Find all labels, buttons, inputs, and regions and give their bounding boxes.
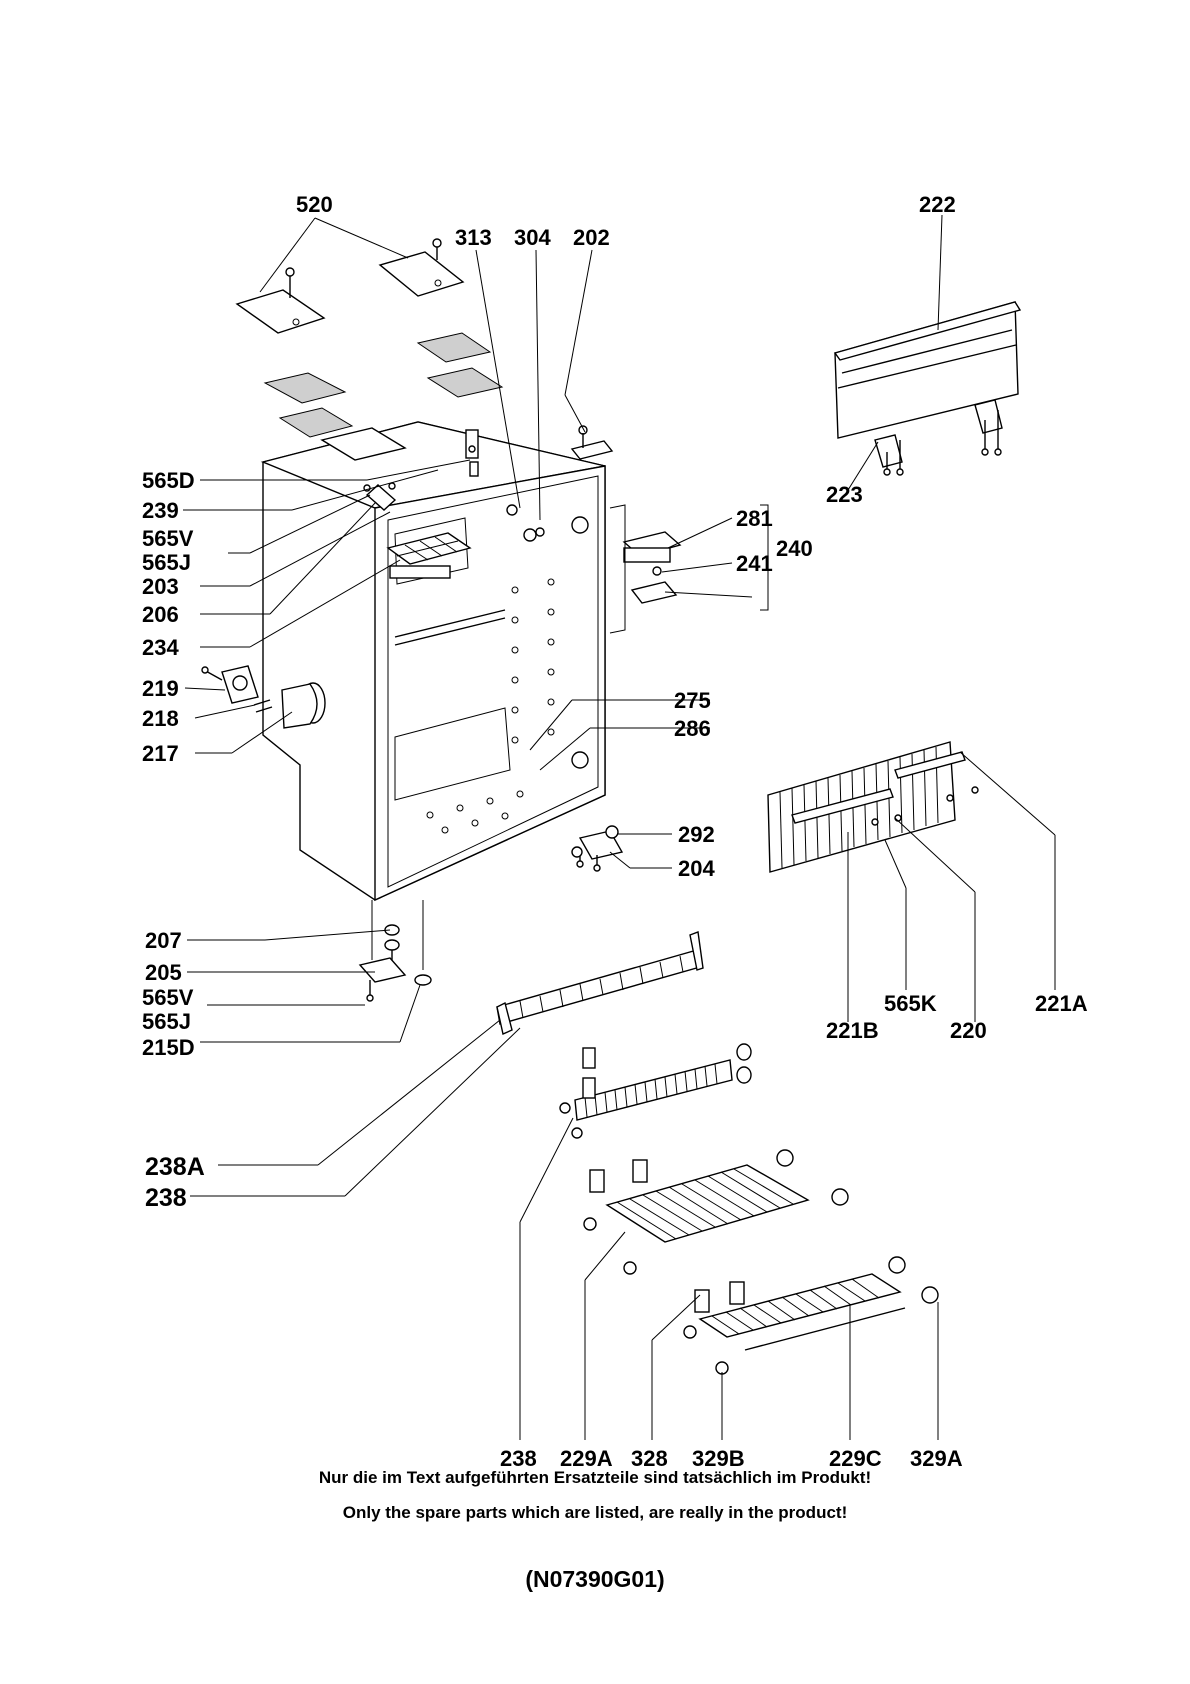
door-shelf-238 — [496, 931, 704, 1035]
wire-shelf-229C — [683, 1256, 939, 1375]
callout-565J-lower: 565J — [142, 1009, 191, 1034]
callout-241: 241 — [736, 551, 773, 576]
spare-parts-note-english: Only the spare parts which are listed, a… — [342, 1503, 848, 1522]
callout-221A: 221A — [1035, 991, 1088, 1016]
callout-206: 206 — [142, 602, 179, 627]
callout-238: 238 — [145, 1184, 187, 1212]
callout-565V: 565V — [142, 526, 194, 551]
callout-223: 223 — [826, 482, 863, 507]
callout-labels: 520 313 304 202 222 565D 239 565V 565J 2… — [142, 192, 1088, 1471]
callout-207: 207 — [145, 928, 182, 953]
callout-286: 286 — [674, 716, 711, 741]
insulation-pads — [263, 332, 504, 438]
freezer-compartment — [386, 532, 472, 579]
callout-281: 281 — [736, 506, 773, 531]
lower-hinge — [571, 825, 624, 872]
callout-239: 239 — [142, 498, 179, 523]
callout-328: 328 — [631, 1446, 668, 1471]
thermostat-parts — [201, 665, 326, 729]
callout-229C: 229C — [829, 1446, 882, 1471]
cover-plates — [235, 238, 465, 334]
wire-shelf-229A — [583, 1149, 849, 1275]
callout-565D: 565D — [142, 468, 195, 493]
callout-222: 222 — [919, 192, 956, 217]
spare-parts-note-german: Nur die im Text aufgeführten Ersatzteile… — [318, 1468, 872, 1487]
callout-204: 204 — [678, 856, 715, 881]
callout-219: 219 — [142, 676, 179, 701]
callout-205: 205 — [145, 960, 182, 985]
callout-565V-lower: 565V — [142, 985, 194, 1010]
callout-215D: 215D — [142, 1035, 195, 1060]
drawing-number: (N07390G01) — [525, 1566, 665, 1592]
callout-304: 304 — [514, 225, 551, 250]
door-panel — [833, 301, 1022, 476]
shelf-holes — [426, 578, 555, 834]
callout-203: 203 — [142, 574, 179, 599]
callout-218: 218 — [142, 706, 179, 731]
top-hinge-parts — [363, 425, 614, 542]
callout-220: 220 — [950, 1018, 987, 1043]
callout-202: 202 — [573, 225, 610, 250]
callout-565K: 565K — [884, 991, 937, 1016]
callout-238-bottom: 238 — [500, 1446, 537, 1471]
leader-lines — [183, 214, 1056, 1440]
bottom-hinge-parts — [358, 900, 432, 1002]
callout-238A: 238A — [145, 1153, 205, 1181]
callout-275: 275 — [674, 688, 711, 713]
callout-329B: 329B — [692, 1446, 745, 1471]
condenser-grille — [767, 741, 979, 873]
callout-229A: 229A — [560, 1446, 613, 1471]
callout-234: 234 — [142, 635, 179, 660]
callout-292: 292 — [678, 822, 715, 847]
callout-329A: 329A — [910, 1446, 963, 1471]
bottle-rack — [559, 1043, 752, 1139]
callout-217: 217 — [142, 741, 179, 766]
callout-313: 313 — [455, 225, 492, 250]
cabinet-body — [260, 421, 606, 902]
callout-221B: 221B — [826, 1018, 879, 1043]
callout-520: 520 — [296, 192, 333, 217]
callout-240: 240 — [776, 536, 813, 561]
door-stop-parts — [609, 504, 682, 634]
callout-565J: 565J — [142, 550, 191, 575]
